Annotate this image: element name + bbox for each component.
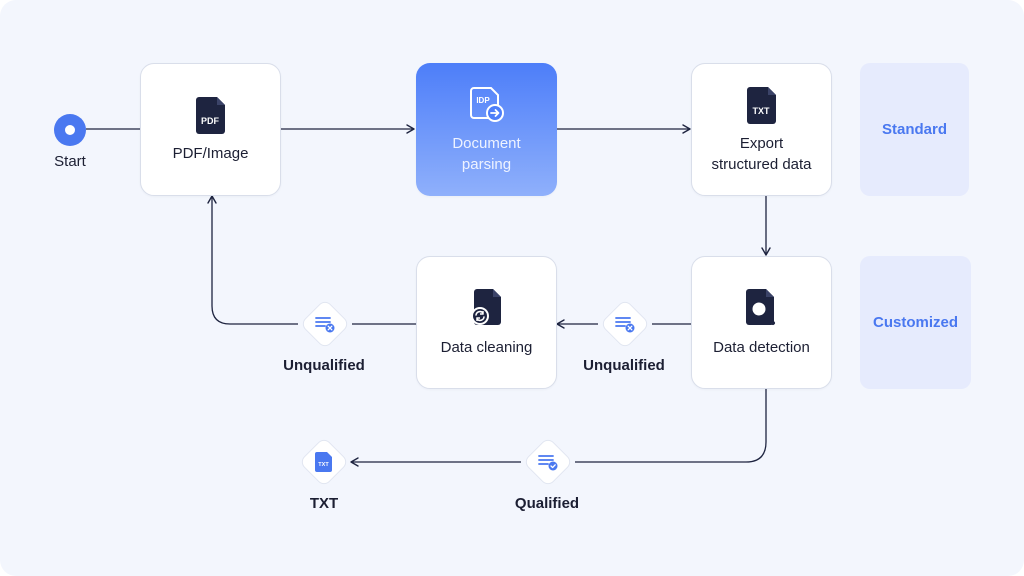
- document-refresh-icon: [470, 289, 501, 325]
- start-label: Start: [54, 153, 86, 170]
- start-node: [54, 114, 86, 146]
- export-label: Export structured data: [711, 134, 812, 173]
- document-search-icon: [745, 289, 775, 325]
- data-cleaning-label: Data cleaning: [440, 339, 533, 356]
- svg-text:IDP: IDP: [476, 96, 490, 105]
- pdf-image-node: PDF PDF/Image: [140, 63, 281, 196]
- txt-file-icon: TXT: [746, 86, 776, 124]
- data-detection-node: Data detection: [691, 256, 832, 389]
- document-parsing-label: Document parsing: [452, 134, 521, 173]
- qualified-label: Qualified: [514, 495, 580, 512]
- svg-text:PDF: PDF: [201, 116, 220, 126]
- line-detection-to-qualified: [575, 389, 767, 463]
- export-structured-data-node: TXT Export structured data: [691, 63, 832, 196]
- document-parsing-node: IDP Document parsing: [416, 63, 557, 196]
- unqualified-left-label: Unqualified: [283, 357, 365, 374]
- arrow-unqualified-to-pdf: [207, 195, 298, 325]
- unqualified-mid-label: Unqualified: [583, 357, 665, 374]
- list-x-icon: [615, 317, 635, 333]
- list-x-icon: [315, 317, 335, 333]
- list-check-icon: [538, 455, 558, 471]
- idp-document-icon: IDP: [469, 86, 504, 122]
- txt-small-icon: TXT: [315, 452, 332, 472]
- customized-tag: Customized: [860, 256, 971, 389]
- pdf-image-label: PDF/Image: [172, 145, 249, 162]
- data-detection-label: Data detection: [713, 339, 810, 356]
- svg-text:TXT: TXT: [318, 462, 329, 468]
- data-cleaning-node: Data cleaning: [416, 256, 557, 389]
- pdf-file-icon: PDF: [195, 97, 225, 134]
- standard-tag: Standard: [860, 63, 969, 196]
- txt-label: TXT: [309, 495, 339, 512]
- svg-text:TXT: TXT: [752, 106, 770, 116]
